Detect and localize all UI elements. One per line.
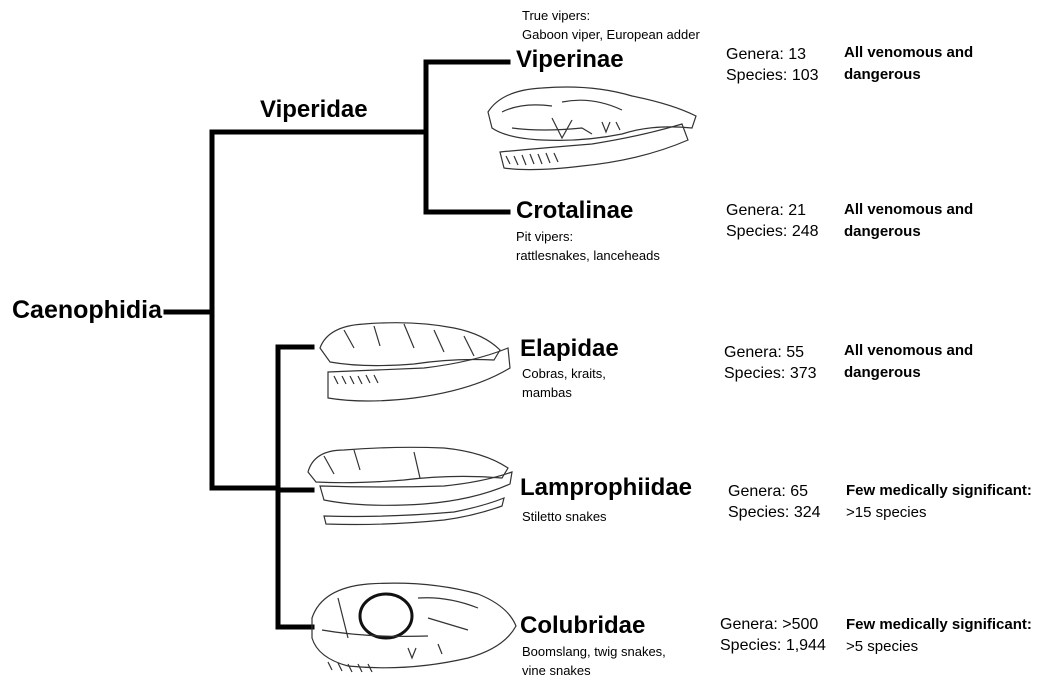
lamprophiidae-description: Stiletto snakes (522, 507, 607, 526)
crotalinae-desc-line-2: rattlesnakes, lanceheads (516, 246, 660, 265)
elapidae-genera: Genera: 55 (724, 342, 817, 363)
colubrid-skull-drawing (308, 578, 520, 678)
viperinae-note-line-2: dangerous (844, 64, 973, 86)
lamprophiidae-genera: Genera: 65 (728, 481, 821, 502)
viperinae-counts: Genera: 13 Species: 103 (726, 44, 819, 86)
colubridae-venom-note: Few medically significant: >5 species (846, 614, 1032, 658)
taxon-label-colubridae: Colubridae (520, 612, 645, 640)
crotalinae-counts: Genera: 21 Species: 248 (726, 200, 819, 242)
elapidae-desc-line-2: mambas (522, 383, 606, 402)
taxon-label-viperinae: Viperinae (516, 46, 624, 74)
lamprophiidae-note-line-1: Few medically significant: (846, 480, 1032, 502)
viperinae-species: Species: 103 (726, 65, 819, 86)
lamprophiidae-desc-line-1: Stiletto snakes (522, 507, 607, 526)
viperinae-description: True vipers: Gaboon viper, European adde… (522, 6, 700, 44)
elapidae-note-line-1: All venomous and (844, 340, 973, 362)
lamprophiid-skull-drawing (304, 440, 516, 530)
crotalinae-species: Species: 248 (726, 221, 819, 242)
colubridae-description: Boomslang, twig snakes, vine snakes (522, 642, 666, 680)
colubridae-note-line-2: >5 species (846, 636, 1032, 658)
elapidae-counts: Genera: 55 Species: 373 (724, 342, 817, 384)
colubridae-desc-line-1: Boomslang, twig snakes, (522, 642, 666, 661)
crotalinae-genera: Genera: 21 (726, 200, 819, 221)
viperinae-desc-line-2: Gaboon viper, European adder (522, 25, 700, 44)
crotalinae-note-line-1: All venomous and (844, 199, 973, 221)
crotalinae-description: Pit vipers: rattlesnakes, lanceheads (516, 227, 660, 265)
lamprophiidae-note-line-2: >15 species (846, 502, 1032, 524)
elapidae-species: Species: 373 (724, 363, 817, 384)
family-label-viperidae: Viperidae (260, 96, 368, 124)
viperinae-genera: Genera: 13 (726, 44, 819, 65)
viper-skull-drawing (482, 82, 702, 182)
taxon-label-elapidae: Elapidae (520, 335, 619, 363)
elapidae-description: Cobras, kraits, mambas (522, 364, 606, 402)
elapidae-note-line-2: dangerous (844, 362, 973, 384)
taxon-label-lamprophiidae: Lamprophiidae (520, 474, 692, 502)
colubridae-species: Species: 1,944 (720, 635, 826, 656)
colubridae-genera: Genera: >500 (720, 614, 826, 635)
elapidae-venom-note: All venomous and dangerous (844, 340, 973, 384)
crotalinae-venom-note: All venomous and dangerous (844, 199, 973, 243)
colubridae-counts: Genera: >500 Species: 1,944 (720, 614, 826, 656)
lamprophiidae-venom-note: Few medically significant: >15 species (846, 480, 1032, 524)
colubridae-desc-line-2: vine snakes (522, 661, 666, 680)
elapid-skull-drawing (314, 318, 514, 410)
crotalinae-note-line-2: dangerous (844, 221, 973, 243)
root-label-caenophidia: Caenophidia (12, 296, 162, 325)
viperinae-venom-note: All venomous and dangerous (844, 42, 973, 86)
taxon-label-crotalinae: Crotalinae (516, 197, 633, 225)
elapidae-desc-line-1: Cobras, kraits, (522, 364, 606, 383)
colubridae-note-line-1: Few medically significant: (846, 614, 1032, 636)
viperinae-note-line-1: All venomous and (844, 42, 973, 64)
lamprophiidae-species: Species: 324 (728, 502, 821, 523)
crotalinae-desc-line-1: Pit vipers: (516, 227, 660, 246)
lamprophiidae-counts: Genera: 65 Species: 324 (728, 481, 821, 523)
viperinae-desc-line-1: True vipers: (522, 6, 700, 25)
